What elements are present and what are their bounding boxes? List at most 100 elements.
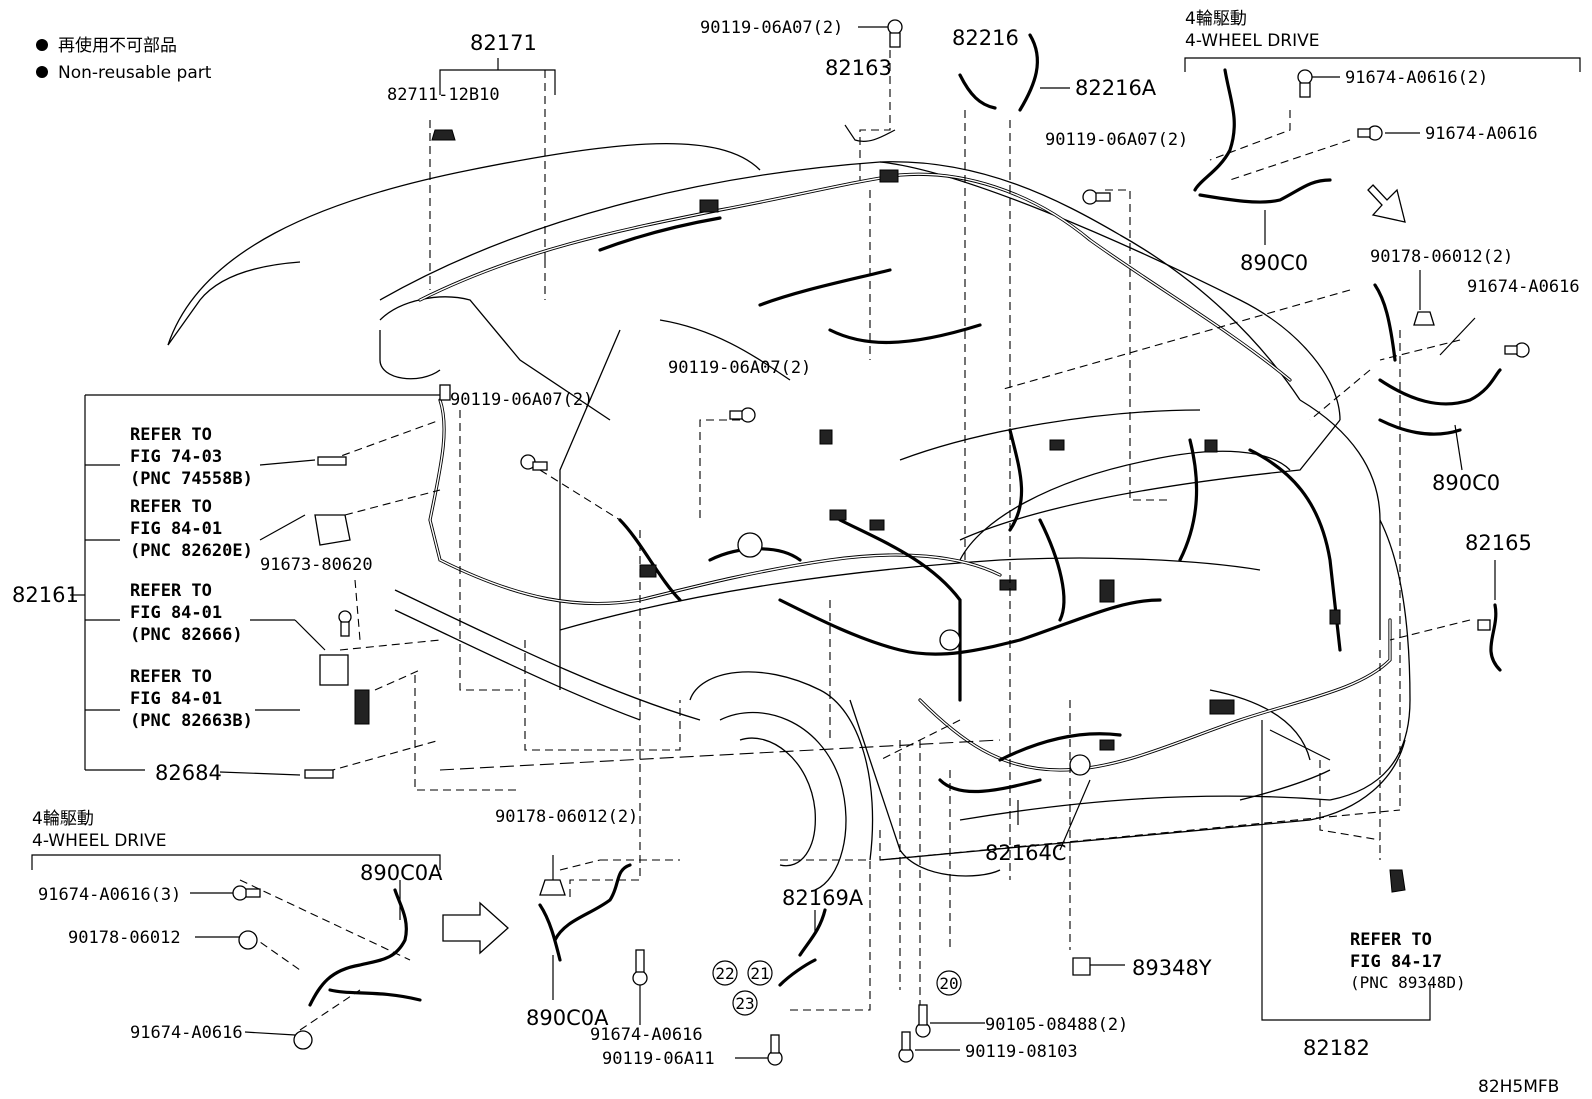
part-90119-mid: 90119-06A07(2): [668, 358, 811, 378]
arrow-right-icon: [442, 901, 509, 955]
refer-84-01-b: REFER TO FIG 84-01 (PNC 82666): [130, 581, 243, 645]
callout-22: 22: [712, 960, 738, 986]
part-89348Y: 89348Y: [1132, 956, 1212, 980]
bolt-91674-bm: [632, 949, 648, 986]
part-82161: 82161: [12, 583, 79, 607]
refer-line3: (PNC 82666): [130, 625, 243, 645]
refer-line1: REFER TO: [130, 581, 212, 601]
part-82663B: [354, 689, 370, 725]
part-82216A: 82216A: [1075, 76, 1157, 100]
svg-text:21: 21: [750, 964, 769, 983]
callouts: 20 21 22 23: [712, 960, 962, 1016]
part-74558B: [317, 456, 347, 466]
part-82163: 82163: [825, 56, 892, 80]
refer-74-03: REFER TO FIG 74-03 (PNC 74558B): [130, 425, 253, 489]
part-890C0A-left: 890C0A: [360, 861, 443, 885]
part-890C0-top: 890C0: [1240, 251, 1308, 275]
part-91674-a0616-2: 91674-A0616(2): [1345, 68, 1488, 88]
refer-84-01-a: REFER TO FIG 84-01 (PNC 82620E): [130, 497, 253, 561]
part-91674-a0616-r2: 91674-A0616: [1467, 277, 1580, 297]
part-90105: 90105-08488(2): [985, 1015, 1128, 1035]
harness-connectors: [639, 169, 1341, 776]
part-82171: 82171: [470, 31, 537, 55]
connector-82161: [439, 384, 451, 401]
bolt-91674-right1: [1357, 125, 1383, 141]
part-82684: 82684: [155, 761, 222, 785]
refer-line2: FIG 84-01: [130, 689, 222, 709]
clip-90178-right: [1413, 311, 1435, 326]
bolt-90119-08103: [898, 1031, 914, 1063]
refer-line1: REFER TO: [1350, 930, 1432, 950]
four-wd-bottom-jp: 4輪駆動: [32, 809, 94, 829]
refer-line3: (PNC 74558B): [130, 469, 253, 489]
bolt-90119-mid-right: [1082, 189, 1111, 205]
part-82684: [304, 769, 334, 779]
part-82164C: 82164C: [985, 841, 1066, 865]
part-90178-2-right: 90178-06012(2): [1370, 247, 1513, 267]
svg-text:23: 23: [735, 994, 754, 1013]
part-90119-top: 90119-06A07(2): [700, 18, 843, 38]
refer-line2: FIG 84-01: [130, 603, 222, 623]
bolt-90119-left: [520, 454, 548, 471]
part-91674-a0616-bm: 91674-A0616: [590, 1025, 703, 1045]
bolt-91673: [338, 610, 352, 637]
part-82182: 82182: [1303, 1036, 1370, 1060]
direction-arrows: [442, 184, 1406, 955]
part-labels: 82171 82711-12B10 90119-06A07(2) 82163 8…: [12, 18, 1580, 1069]
part-90119-08103: 90119-08103: [965, 1042, 1078, 1062]
refer-line2: FIG 74-03: [130, 447, 222, 467]
wire-harness-roof: [418, 172, 1292, 382]
refer-line2: FIG 84-17: [1350, 952, 1442, 972]
part-90119-06A11: 90119-06A11: [602, 1049, 715, 1069]
bolt-90119-06A11: [767, 1034, 783, 1066]
part-90119-left-repeat: 90119-06A07(2): [450, 390, 593, 410]
refer-line2: FIG 84-01: [130, 519, 222, 539]
part-90178-2-bottom: 90178-06012(2): [495, 807, 638, 827]
svg-text:22: 22: [715, 964, 734, 983]
part-91674-a0616-3: 91674-A0616(3): [38, 885, 181, 905]
arrow-down-right-icon: [1367, 184, 1406, 223]
part-91674-a0616-bl: 91674-A0616: [130, 1023, 243, 1043]
refer-line3: (PNC 89348D): [1350, 973, 1466, 992]
diagram-code: 82H5MFB: [1478, 1077, 1559, 1097]
four-wd-top-en: 4-WHEEL DRIVE: [1185, 31, 1320, 51]
non-reusable-dot-icon: [36, 39, 48, 51]
dashed-leaders: [239, 50, 1471, 1031]
bolt-90119-top: [887, 19, 903, 48]
legend-jp: 再使用不可部品: [58, 35, 177, 56]
refer-line3: (PNC 82620E): [130, 541, 253, 561]
module-82666: [319, 654, 349, 686]
refer-84-17: REFER TO FIG 84-17 (PNC 89348D): [1350, 930, 1466, 992]
bolt-91674-a0616-3: [232, 885, 261, 901]
legend: 再使用不可部品 Non-reusable part: [36, 35, 212, 83]
vehicle-body-outline: [167, 143, 1411, 891]
four-wd-top-jp: 4輪駆動: [1185, 9, 1247, 29]
refer-line1: REFER TO: [130, 667, 212, 687]
bolt-91674-right2: [1504, 342, 1530, 358]
part-82620E: [314, 514, 351, 546]
part-82169A: 82169A: [782, 886, 864, 910]
part-90119-mid-right: 90119-06A07(2): [1045, 130, 1188, 150]
bolt-90105: [915, 1004, 931, 1038]
four-wd-bottom-en: 4-WHEEL DRIVE: [32, 831, 167, 851]
part-890C0A-bottom-mid: 890C0A: [526, 1006, 609, 1030]
part-890C0-right: 890C0: [1432, 471, 1500, 495]
bolt-91674-top: [1297, 69, 1313, 98]
clip-90178-06012: [238, 930, 258, 950]
parts: [232, 19, 1530, 1066]
legend-en: Non-reusable part: [58, 63, 212, 83]
non-reusable-dot-icon: [36, 66, 48, 78]
part-91673: 91673-80620: [260, 555, 373, 575]
callout-23: 23: [732, 990, 758, 1016]
wire-harness-floor: [428, 398, 1392, 794]
solid-leaders: [31, 26, 1581, 1059]
bolt-91674-a0616-bl: [293, 1030, 313, 1050]
part-82165: 82165: [1465, 531, 1532, 555]
callout-20: 20: [936, 970, 962, 996]
part-82711: 82711-12B10: [387, 85, 500, 105]
svg-text:20: 20: [939, 974, 958, 993]
bolt-90119-mid: [729, 407, 756, 423]
callout-21: 21: [747, 960, 773, 986]
